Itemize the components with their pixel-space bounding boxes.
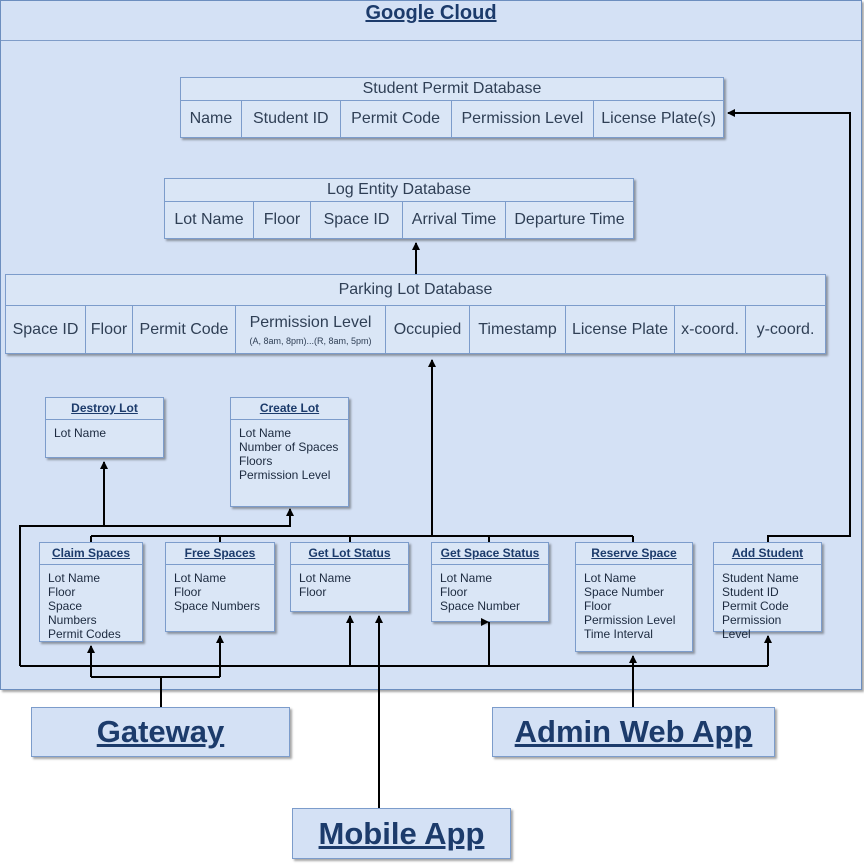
field-label: Lot Name: [48, 571, 101, 585]
cloud-divider: [1, 40, 861, 41]
free-spaces-title: Free Spaces: [166, 543, 274, 565]
field-label: Permit Codes: [48, 627, 121, 641]
db-column: Permission Level: [452, 101, 595, 137]
db-column: x-coord.: [675, 306, 746, 353]
db-column: License Plate(s): [601, 110, 716, 127]
create-lot-title: Create Lot: [231, 398, 348, 420]
db-column: Floor: [254, 202, 311, 238]
field-label: Permit Code: [722, 599, 789, 613]
field-label: Lot Name: [299, 571, 352, 585]
db-column: y-coord.: [756, 320, 815, 338]
log-entity-database: Log Entity Database Lot Name Floor Space…: [164, 178, 634, 239]
db-column: Space ID: [311, 202, 403, 238]
field-label: Floor: [584, 599, 612, 613]
get-space-status-title: Get Space Status: [432, 543, 548, 565]
left-loop-line: [19, 508, 294, 666]
db-column: Floor: [86, 306, 133, 353]
db-column-label: Permission Level: [249, 313, 372, 331]
field-label: Space Number: [584, 585, 665, 599]
db-column: Space ID: [6, 306, 86, 353]
parking-lot-db-title: Parking Lot Database: [6, 275, 825, 306]
admin-web-app-box: Admin Web App: [492, 707, 775, 757]
add-student-title: Add Student: [714, 543, 821, 565]
field-label: Lot Name: [54, 426, 107, 440]
add-student-box: Add Student Student Name Student ID Perm…: [713, 542, 822, 641]
create-lot-box: Create Lot Lot Name Number of Spaces Flo…: [230, 397, 349, 507]
mobile-app-box: Mobile App: [292, 808, 511, 859]
db-column: Departure Time: [514, 211, 625, 228]
field-label: Floor: [48, 585, 76, 599]
field-label: Time Interval: [584, 627, 653, 641]
db-column: Timestamp: [470, 306, 566, 353]
field-label: Floors: [239, 454, 273, 468]
field-label: Space Number: [440, 599, 521, 613]
field-label: Lot Name: [584, 571, 637, 585]
field-label: Number of Spaces: [239, 440, 339, 454]
log-entity-db-title: Log Entity Database: [165, 179, 633, 202]
field-label: Space Numbers: [48, 599, 97, 627]
get-lot-status-box: Get Lot Status Lot Name Floor: [290, 542, 409, 612]
student-permit-database: Student Permit Database Name Student ID …: [180, 77, 724, 138]
gateway-box: Gateway: [31, 707, 290, 757]
destroy-lot-title: Destroy Lot: [46, 398, 163, 420]
spacestatus-arrowhead: [481, 618, 489, 626]
get-space-status-box: Get Space Status Lot Name Floor Space Nu…: [431, 542, 549, 622]
student-permit-db-title: Student Permit Database: [181, 78, 723, 101]
field-label: Lot Name: [174, 571, 227, 585]
db-column: Student ID: [242, 101, 341, 137]
field-label: Lot Name: [440, 571, 493, 585]
reserve-space-box: Reserve Space Lot Name Space Number Floo…: [575, 542, 693, 652]
db-column: Name: [181, 101, 242, 137]
field-label: Permission Level: [239, 468, 331, 482]
parking-lot-database: Parking Lot Database Space ID Floor Perm…: [5, 274, 826, 354]
db-column-permission-level: Permission Level (A, 8am, 8pm)...(R, 8am…: [236, 306, 386, 353]
db-column: Lot Name: [165, 202, 254, 238]
field-label: Lot Name: [239, 426, 292, 440]
db-column: Occupied: [386, 306, 470, 353]
db-column: License Plate: [566, 306, 675, 353]
destroy-lot-box: Destroy Lot Lot Name: [45, 397, 164, 458]
field-label: Permission Level: [584, 613, 676, 627]
reserve-space-title: Reserve Space: [576, 543, 692, 565]
db-column: Permit Code: [341, 101, 452, 137]
field-label: Floor: [440, 585, 468, 599]
db-column: Permit Code: [133, 306, 236, 353]
field-label: Floor: [174, 585, 202, 599]
field-label: Floor: [299, 585, 327, 599]
field-label: Space Numbers: [174, 599, 261, 613]
cloud-title: Google Cloud: [365, 2, 497, 24]
field-label: Student Name: [722, 571, 799, 585]
field-label: Permission Level: [722, 613, 782, 641]
arrow-add-student-to-permit-db: [727, 109, 851, 542]
claim-spaces-box: Claim Spaces Lot Name Floor Space Number…: [39, 542, 143, 642]
get-lot-status-title: Get Lot Status: [291, 543, 408, 565]
permission-level-note: (A, 8am, 8pm)...(R, 8am, 5pm): [249, 335, 372, 346]
claim-spaces-title: Claim Spaces: [40, 543, 142, 565]
db-column: Arrival Time: [403, 202, 506, 238]
field-label: Student ID: [722, 585, 779, 599]
free-spaces-box: Free Spaces Lot Name Floor Space Numbers: [165, 542, 275, 632]
